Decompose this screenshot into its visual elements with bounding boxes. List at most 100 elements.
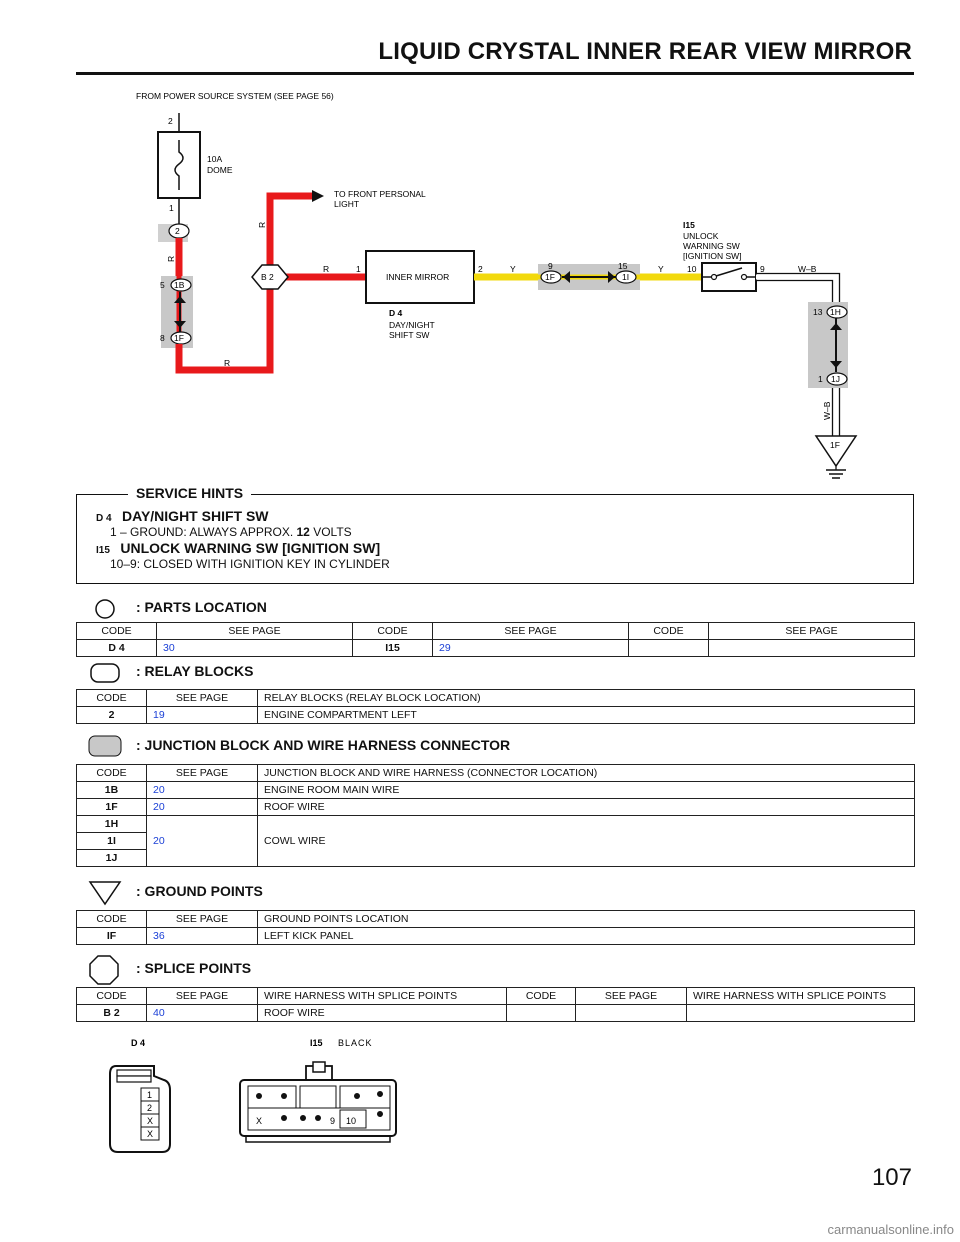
- jc-1j-code: 1J: [831, 374, 840, 384]
- fuse-pin-top: 2: [168, 116, 173, 126]
- i15-pin-x: X: [256, 1116, 262, 1126]
- connector-1j: [826, 372, 848, 386]
- hint-i15-desc: 10–9: CLOSED WITH IGNITION KEY IN CYLIND…: [110, 557, 390, 571]
- hint-i15-name: UNLOCK WARNING SW [IGNITION SW]: [120, 540, 381, 556]
- d4-pin-2: 2: [147, 1103, 152, 1113]
- page-link[interactable]: 40: [146, 1004, 258, 1022]
- jc-1i-code: 1I: [622, 272, 629, 282]
- connector-faces: D 4 1 2 X X I15 BLACK X 9 10: [109, 1038, 397, 1153]
- jc-1h-pin: 13: [813, 307, 823, 317]
- wire-wb-label-2: W–B: [822, 401, 832, 420]
- jc-1f-pin: 9: [548, 261, 553, 271]
- connector-1f-code: 1F: [174, 333, 184, 343]
- red-wire-loop: [175, 192, 312, 374]
- junction-title: : JUNCTION BLOCK AND WIRE HARNESS CONNEC…: [136, 737, 511, 753]
- relay-blocks-title: : RELAY BLOCKS: [136, 663, 254, 679]
- sw-pin-in: 10: [687, 264, 697, 274]
- wiring-diagram: FROM POWER SOURCE SYSTEM (SEE PAGE 56) 2…: [136, 91, 858, 479]
- fuse-pin-bottom: 1: [169, 203, 174, 213]
- wire-y-label-2: Y: [658, 264, 664, 274]
- mirror-code: D 4: [389, 308, 403, 318]
- table-row: 1H 20 COWL WIRE: [76, 815, 915, 867]
- mirror-sub2: SHIFT SW: [389, 330, 429, 340]
- ground-point-icon: [814, 435, 858, 468]
- fuse-name: DOME: [207, 165, 233, 175]
- switch-code: I15: [683, 220, 695, 230]
- fuse-amp: 10A: [207, 154, 222, 164]
- d4-connector-code: D 4: [131, 1038, 145, 1048]
- i15-connector-code: I15: [310, 1038, 323, 1048]
- wire-wb-label-1: W–B: [798, 264, 817, 274]
- jc-1f-code: 1F: [545, 272, 555, 282]
- hint-d4: D 4 DAY/NIGHT SHIFT SW: [96, 508, 269, 526]
- to-front-arrow-icon: [312, 190, 324, 202]
- page-link[interactable]: 19: [146, 706, 258, 724]
- page-link[interactable]: 30: [156, 639, 353, 657]
- parts-location-title: : PARTS LOCATION: [136, 599, 267, 615]
- page-link[interactable]: 20: [146, 798, 258, 816]
- relay-block-code: 2: [175, 226, 180, 236]
- mirror-pin-out: 2: [478, 264, 483, 274]
- wire-r-label-2: R: [224, 358, 230, 368]
- hint-i15-code: I15: [96, 545, 110, 556]
- jc-1h-code: 1H: [830, 307, 841, 317]
- ground-points-title: : GROUND POINTS: [136, 883, 263, 899]
- hint-d4-code: D 4: [96, 513, 112, 524]
- watermark[interactable]: carmanualsonline.info: [827, 1222, 954, 1237]
- d4-pin-3: X: [147, 1116, 153, 1126]
- d4-pin-1: 1: [147, 1090, 152, 1100]
- parts-location-icon: [95, 599, 115, 619]
- wire-r-label-4: R: [323, 264, 329, 274]
- service-hints-title: SERVICE HINTS: [128, 485, 252, 501]
- wire-y-label-1: Y: [510, 264, 516, 274]
- fuse-icon: [174, 140, 184, 190]
- page-link[interactable]: 29: [432, 639, 629, 657]
- connector-1f-b: [540, 270, 562, 284]
- splice-points-icon: [89, 955, 119, 985]
- junction-block-icon: [88, 735, 122, 757]
- connector-1b-code: 1B: [174, 280, 185, 290]
- to-front-label-2: LIGHT: [334, 199, 359, 209]
- service-hints-box: [76, 494, 914, 584]
- table-row: 1J: [76, 849, 915, 867]
- page-number: 107: [871, 1164, 912, 1191]
- mirror-sub1: DAY/NIGHT: [389, 320, 435, 330]
- jc-1i-pin: 15: [618, 261, 628, 271]
- d4-pin-4: X: [147, 1129, 153, 1139]
- connector-1f-pin: 8: [160, 333, 165, 343]
- connector-1b-pin: 5: [160, 280, 165, 290]
- splice-b2-code: B 2: [261, 272, 274, 282]
- connector-1i: [615, 270, 637, 284]
- page-link[interactable]: 20: [146, 781, 258, 799]
- power-source-label: FROM POWER SOURCE SYSTEM (SEE PAGE 56): [136, 91, 334, 101]
- switch-l2: WARNING SW: [683, 241, 740, 251]
- inner-mirror-box: [365, 250, 475, 304]
- splice-points-title: : SPLICE POINTS: [136, 960, 252, 976]
- hint-d4-desc: 1 – GROUND: ALWAYS APPROX. 12 VOLTS: [110, 525, 352, 539]
- ground-code: 1F: [830, 440, 840, 450]
- switch-l3: [IGNITION SW]: [683, 251, 742, 261]
- jc-1j-pin: 1: [818, 374, 823, 384]
- page-link[interactable]: 36: [146, 927, 258, 945]
- switch-l1: UNLOCK: [683, 231, 719, 241]
- wire-r-label-1: R: [166, 256, 176, 262]
- i15-pin-10: 10: [346, 1116, 356, 1126]
- to-front-label: TO FRONT PERSONAL: [334, 189, 426, 199]
- hint-d4-name: DAY/NIGHT SHIFT SW: [122, 508, 269, 524]
- switch-contact-icon: [715, 267, 743, 277]
- page-link[interactable]: 20: [146, 815, 258, 867]
- i15-connector-color: BLACK: [338, 1038, 373, 1048]
- i15-pin-9: 9: [330, 1116, 335, 1126]
- title-rule: [76, 72, 914, 75]
- sw-pin-out: 9: [760, 264, 765, 274]
